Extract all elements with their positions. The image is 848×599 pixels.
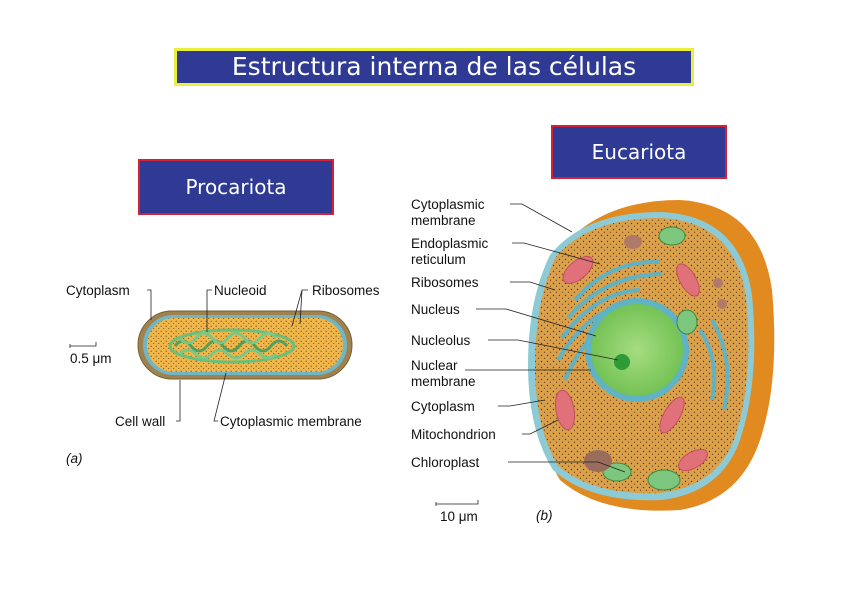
eukaryote-cell	[528, 200, 774, 511]
label-cytoplasmic-membrane-euk-2: membrane	[411, 213, 476, 228]
scale-bar-pro	[70, 342, 96, 348]
scale-label-pro: 0.5 μm	[70, 351, 112, 366]
label-mitochondrion: Mitochondrion	[411, 427, 496, 442]
label-nucleus: Nucleus	[411, 302, 460, 317]
label-er-2: reticulum	[411, 252, 466, 267]
label-nuclear-membrane-2: membrane	[411, 374, 476, 389]
label-cytoplasmic-membrane-pro: Cytoplasmic membrane	[220, 414, 362, 429]
label-cytoplasmic-membrane-euk-1: Cytoplasmic	[411, 197, 485, 212]
panel-a-label: (a)	[66, 451, 83, 466]
label-nuclear-membrane-1: Nuclear	[411, 358, 458, 373]
scale-bar-euk	[436, 500, 478, 506]
label-cytoplasm-pro: Cytoplasm	[66, 283, 130, 298]
scale-label-euk: 10 μm	[440, 509, 478, 524]
label-cell-wall: Cell wall	[115, 414, 165, 429]
label-cytoplasm-euk: Cytoplasm	[411, 399, 475, 414]
label-ribosomes-pro: Ribosomes	[312, 283, 380, 298]
label-nucleoid: Nucleoid	[214, 283, 267, 298]
label-nucleolus: Nucleolus	[411, 333, 471, 348]
prokaryote-cell	[138, 311, 352, 379]
label-er-1: Endoplasmic	[411, 236, 489, 251]
label-chloroplast: Chloroplast	[411, 455, 480, 470]
label-ribosomes-euk: Ribosomes	[411, 275, 479, 290]
panel-b-label: (b)	[536, 508, 553, 523]
